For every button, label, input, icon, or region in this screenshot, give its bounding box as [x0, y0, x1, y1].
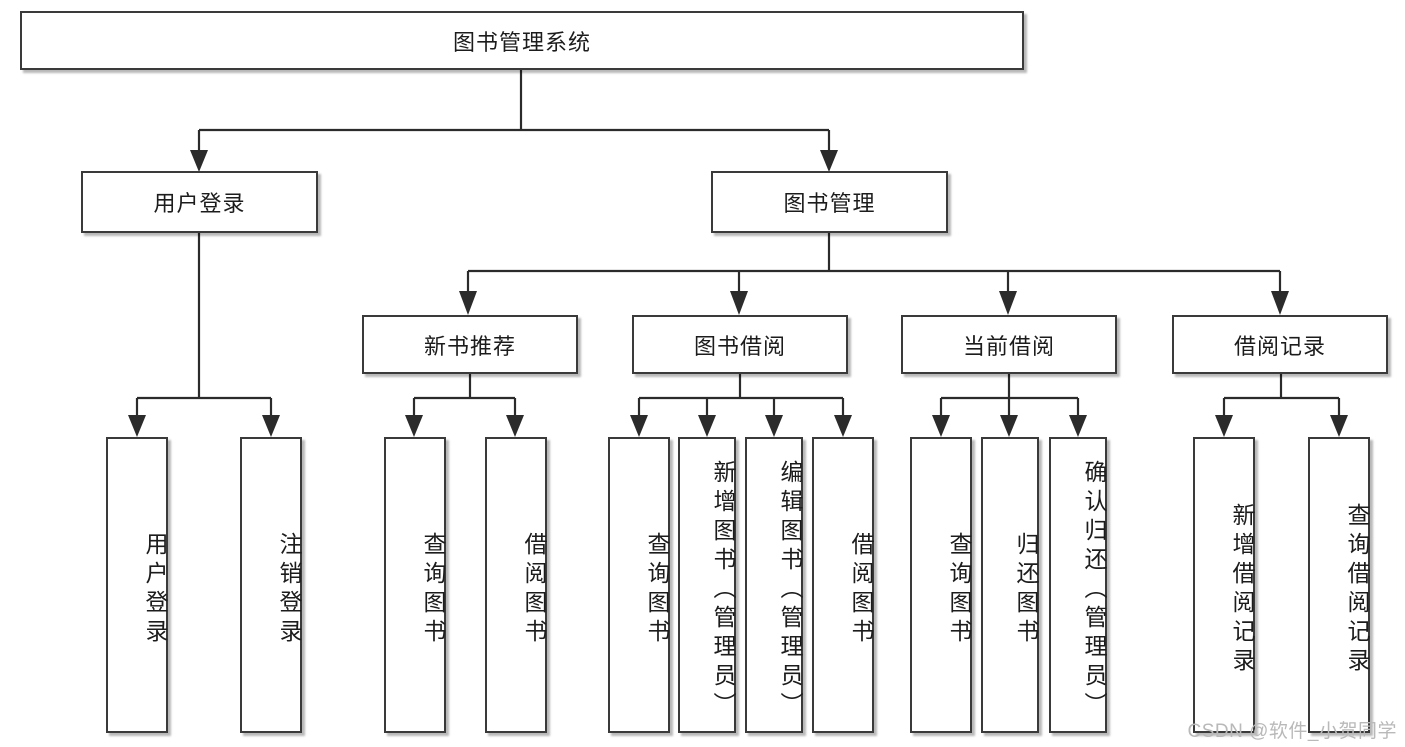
arrow-leaf-query-record	[1330, 415, 1348, 437]
leaf-borrow-book-borrow[interactable]: 借阅图书	[812, 437, 874, 733]
leaf-logout-label: 注销登录	[276, 532, 302, 648]
leaf-edit-book-admin-label: 编辑图书（管理员）	[777, 459, 803, 721]
leaf-borrow-book-borrow-label: 借阅图书	[848, 532, 874, 648]
leaf-user-login[interactable]: 用户登录	[106, 437, 168, 733]
node-borrow-record[interactable]: 借阅记录	[1172, 315, 1388, 374]
leaf-query-borrow-record-label: 查询借阅记录	[1344, 503, 1370, 677]
leaf-query-book-recommend-label: 查询图书	[420, 532, 446, 648]
node-user-login[interactable]: 用户登录	[81, 171, 318, 233]
leaf-query-book-current-label: 查询图书	[946, 532, 972, 648]
arrow-leaf-edit-book	[765, 415, 783, 437]
leaf-query-book-recommend[interactable]: 查询图书	[384, 437, 446, 733]
arrow-leaf-borrow-book-2	[834, 415, 852, 437]
leaf-add-borrow-record-label: 新增借阅记录	[1229, 503, 1255, 677]
leaf-borrow-book-recommend-label: 借阅图书	[521, 532, 547, 648]
arrow-user-login	[190, 150, 208, 172]
leaf-query-book-current[interactable]: 查询图书	[910, 437, 972, 733]
leaf-return-book-label: 归还图书	[1013, 532, 1039, 648]
arrow-leaf-add-book	[698, 415, 716, 437]
arrow-leaf-query-book-1	[405, 415, 423, 437]
leaf-add-borrow-record[interactable]: 新增借阅记录	[1193, 437, 1255, 733]
arrow-leaf-logout	[262, 415, 280, 437]
arrow-leaf-add-record	[1215, 415, 1233, 437]
node-new-book-recommend[interactable]: 新书推荐	[362, 315, 578, 374]
arrow-leaf-query-book-3	[932, 415, 950, 437]
arrow-book-mgmt	[820, 150, 838, 172]
leaf-add-book-admin-label: 新增图书（管理员）	[710, 459, 736, 721]
leaf-logout[interactable]: 注销登录	[240, 437, 302, 733]
leaf-confirm-return-admin-label: 确认归还（管理员）	[1081, 459, 1107, 721]
leaf-confirm-return-admin[interactable]: 确认归还（管理员）	[1049, 437, 1107, 733]
csdn-watermark: CSDN @软件_小贺同学	[1187, 721, 1397, 742]
leaf-borrow-book-recommend[interactable]: 借阅图书	[485, 437, 547, 733]
leaf-edit-book-admin[interactable]: 编辑图书（管理员）	[745, 437, 803, 733]
arrow-leaf-query-book-2	[630, 415, 648, 437]
node-root-book-management-system[interactable]: 图书管理系统	[20, 11, 1024, 70]
arrow-leaf-user-login	[128, 415, 146, 437]
arrow-book-borrow	[730, 291, 748, 315]
leaf-add-book-admin[interactable]: 新增图书（管理员）	[678, 437, 736, 733]
arrow-leaf-confirm-return	[1069, 415, 1087, 437]
leaf-query-book-borrow[interactable]: 查询图书	[608, 437, 670, 733]
arrow-leaf-borrow-book-1	[506, 415, 524, 437]
arrow-borrow-record	[1271, 291, 1289, 315]
arrow-current-borrow	[999, 291, 1017, 315]
leaf-user-login-label: 用户登录	[142, 532, 168, 648]
arrow-new-book	[459, 291, 477, 315]
node-current-borrow[interactable]: 当前借阅	[901, 315, 1117, 374]
leaf-query-book-borrow-label: 查询图书	[644, 532, 670, 648]
leaf-return-book[interactable]: 归还图书	[981, 437, 1039, 733]
node-book-management[interactable]: 图书管理	[711, 171, 948, 233]
node-book-borrow[interactable]: 图书借阅	[632, 315, 848, 374]
leaf-query-borrow-record[interactable]: 查询借阅记录	[1308, 437, 1370, 733]
arrow-leaf-return-book	[1000, 415, 1018, 437]
